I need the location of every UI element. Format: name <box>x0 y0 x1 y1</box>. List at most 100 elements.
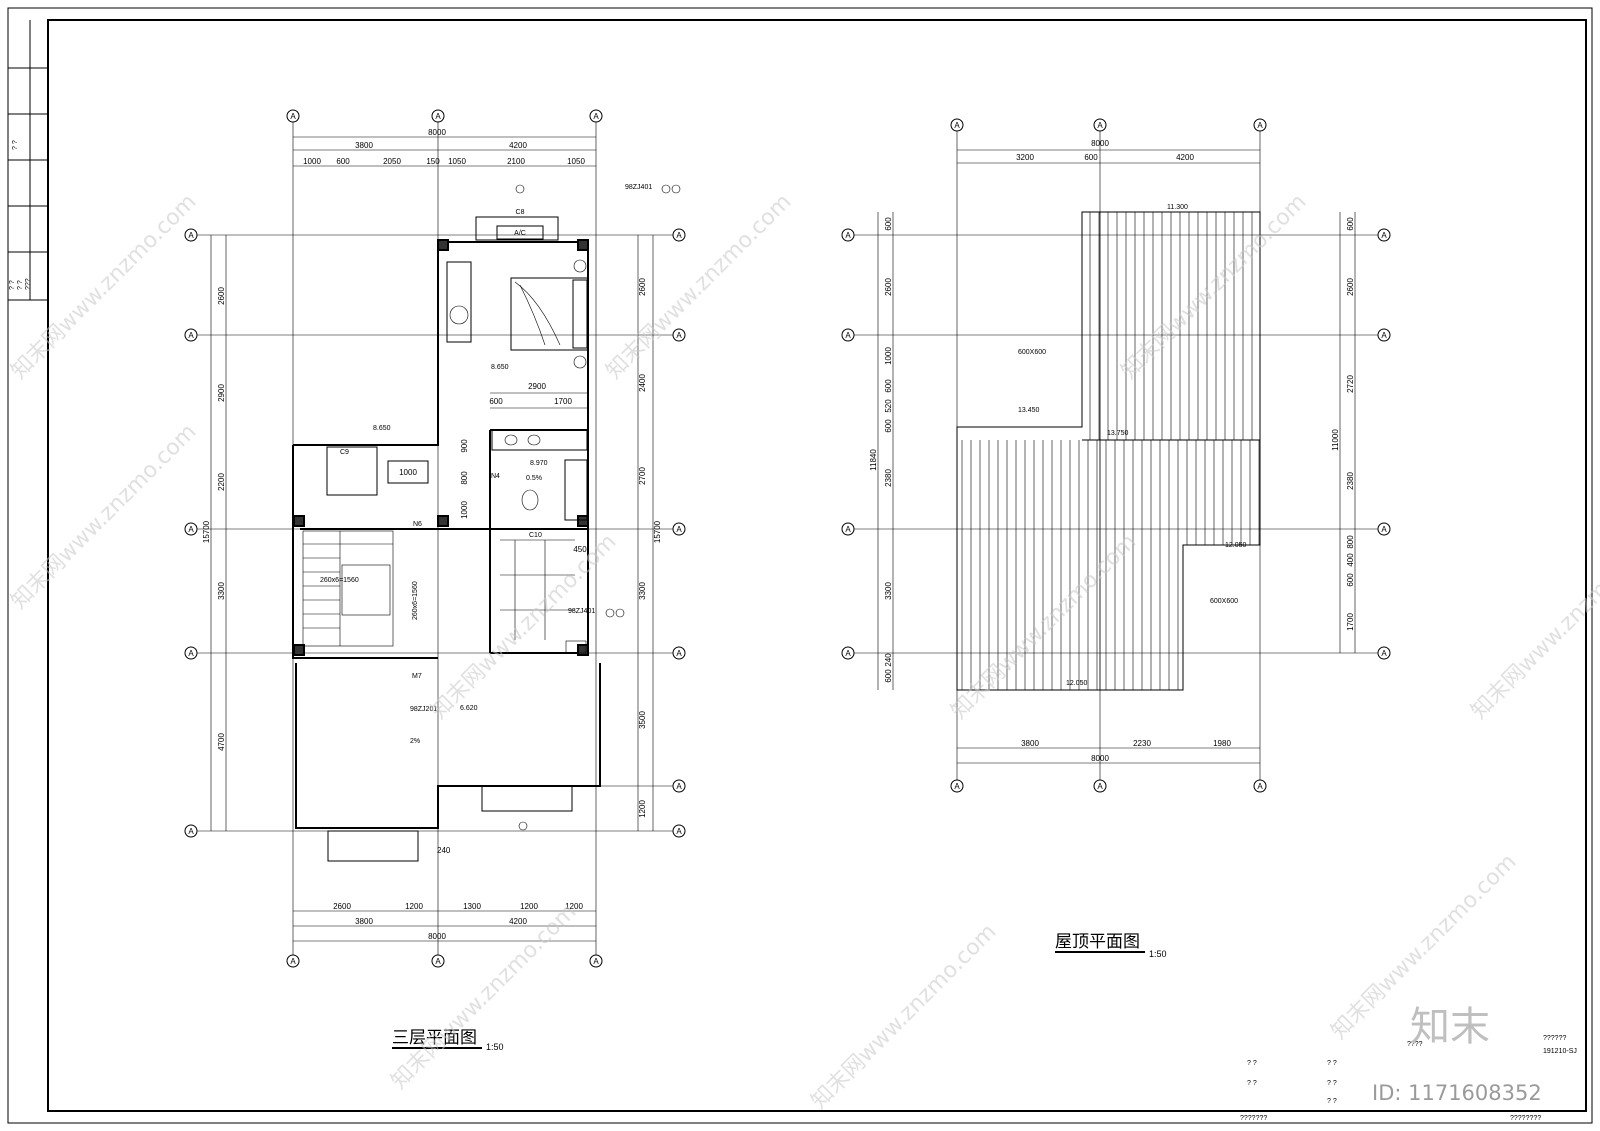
axis-label: A <box>290 112 296 121</box>
watermark-text: 知末网www.znzmo.com <box>7 419 202 614</box>
title-drawing-no: 191210-SJ <box>1543 1048 1577 1055</box>
right-dimension-lines <box>637 235 654 831</box>
dim-right-4: 3300 <box>638 582 647 600</box>
roof-dim-right-3: 2720 <box>1346 375 1355 393</box>
top-dimension-lines <box>293 136 596 167</box>
dim-left-5: 4700 <box>217 733 226 751</box>
dim-left-4: 3300 <box>217 582 226 600</box>
axis-label: A <box>593 957 599 966</box>
window-c8-label: C8 <box>516 209 525 216</box>
roof-dim-left-7: 2380 <box>884 469 893 487</box>
ref-98zj401-mid: 98ZJ401 <box>568 608 595 615</box>
ref-98zj401-top: 98ZJ401 <box>625 184 652 191</box>
third-floor-title: 三层平面图 <box>392 1028 477 1048</box>
label-450: 450 <box>573 545 587 554</box>
roof-title: 屋顶平面图 <box>1055 932 1140 952</box>
axis-label: A <box>954 121 960 130</box>
roof-dim-right-2: 2600 <box>1346 278 1355 296</box>
dim-left-2: 2900 <box>217 384 226 402</box>
dim-left-total: 15700 <box>202 520 211 543</box>
roof-dim-left-3: 1000 <box>884 347 893 365</box>
axis-label: A <box>676 649 682 658</box>
bathroom <box>491 429 588 521</box>
axis-label: A <box>290 957 296 966</box>
roof-dim-top-c: 4200 <box>1176 153 1194 162</box>
axis-label: A <box>676 782 682 791</box>
axis-label: A <box>1257 121 1263 130</box>
axis-label: A <box>676 827 682 836</box>
label-800: 800 <box>460 471 469 485</box>
roof-dim-right-7: 600 <box>1346 573 1355 587</box>
label-elev-bath: 8.970 <box>530 460 548 467</box>
small-room <box>326 446 378 496</box>
dim-top-row3-e: 1050 <box>448 157 466 166</box>
axis-label: A <box>593 112 599 121</box>
title-mark-2: ? ? <box>1247 1060 1257 1067</box>
dim-top-row3-g: 1050 <box>567 157 585 166</box>
roof-dim-left-6: 600 <box>884 419 893 433</box>
stairs <box>302 530 394 647</box>
axis-label: A <box>676 331 682 340</box>
label-stair-run-2: 260x6=1560 <box>412 581 419 620</box>
dim-right-6: 1200 <box>638 800 647 818</box>
dim-left-1: 2600 <box>217 287 226 305</box>
dim-right-2: 2400 <box>638 374 647 392</box>
dim-top-row3-c: 2050 <box>383 157 401 166</box>
dim-top-row3-f: 2100 <box>507 157 525 166</box>
dim-top-row3-b: 600 <box>336 157 350 166</box>
axis-label: A <box>845 649 851 658</box>
dim-top-total: 8000 <box>428 128 446 137</box>
roof-dim-left-total: 11840 <box>869 449 878 471</box>
watermark-logo: 知末 <box>1410 1004 1490 1050</box>
roof-dim-right-1: 600 <box>1346 217 1355 231</box>
label-terrace-slope: 2% <box>410 738 420 745</box>
label-1700: 1700 <box>554 397 572 406</box>
axis-label: A <box>1381 231 1387 240</box>
ref-98zj201: 98ZJ201 <box>410 706 437 713</box>
planter-mid <box>481 785 573 812</box>
dim-right-3: 2700 <box>638 467 647 485</box>
third-floor-scale: 1:50 <box>486 1042 504 1052</box>
bed <box>510 259 589 369</box>
axis-label: A <box>845 525 851 534</box>
axis-label: A <box>188 231 194 240</box>
watermark-text: 知末网www.znzmo.com <box>947 529 1142 724</box>
desk <box>446 261 472 343</box>
ac-unit <box>496 225 544 240</box>
roof-elev-mid: 13.750 <box>1107 430 1129 437</box>
dim-bottom-c: 1300 <box>463 902 481 911</box>
title-mark-4: ? ? <box>1247 1080 1257 1087</box>
dim-bottom-b: 1200 <box>405 902 423 911</box>
duct-box <box>387 460 429 484</box>
roof-dim-right-5: 800 <box>1346 535 1355 549</box>
planter-left <box>327 830 419 862</box>
watermark-layer: 知末网www.znzmo.com 知末网www.znzmo.com 知末网www… <box>7 189 1600 1114</box>
title-mark-8: ???????? <box>1510 1115 1541 1122</box>
roof-dim-right-4: 2380 <box>1346 472 1355 490</box>
strip-label-3: ? ? <box>17 280 24 290</box>
axis-label: A <box>188 649 194 658</box>
label-2900: 2900 <box>528 382 546 391</box>
title-mark-7: ??????? <box>1240 1115 1267 1122</box>
roof-dim-left-4: 600 <box>884 379 893 393</box>
axis-label: A <box>676 231 682 240</box>
strip-label-4: ??? <box>25 278 32 290</box>
title-mark-5: ? ? <box>1327 1080 1337 1087</box>
axis-bubbles-bottom: A A A <box>286 954 603 968</box>
watermark-text: 知末网www.znzmo.com <box>1467 529 1600 724</box>
dim-bottom-row2-b: 4200 <box>509 917 527 926</box>
roof-dim-left-5: 520 <box>884 399 893 413</box>
axis-label: A <box>435 957 441 966</box>
dim-bottom-d: 1200 <box>520 902 538 911</box>
roof-dim-top-total: 8000 <box>1091 139 1109 148</box>
roof-elev-bottom: 12.050 <box>1066 680 1088 687</box>
elev-terrace: 6.620 <box>460 705 478 712</box>
elev-stair: 8.650 <box>373 425 391 432</box>
axis-label: A <box>676 525 682 534</box>
roof-dim-bottom-total: 8000 <box>1091 754 1109 763</box>
roof-dim-right-total: 11000 <box>1331 429 1340 451</box>
dim-top-row3-d: 150 <box>426 157 440 166</box>
label-1000: 1000 <box>460 501 469 519</box>
closet <box>500 539 587 654</box>
axis-label: A <box>1097 121 1103 130</box>
